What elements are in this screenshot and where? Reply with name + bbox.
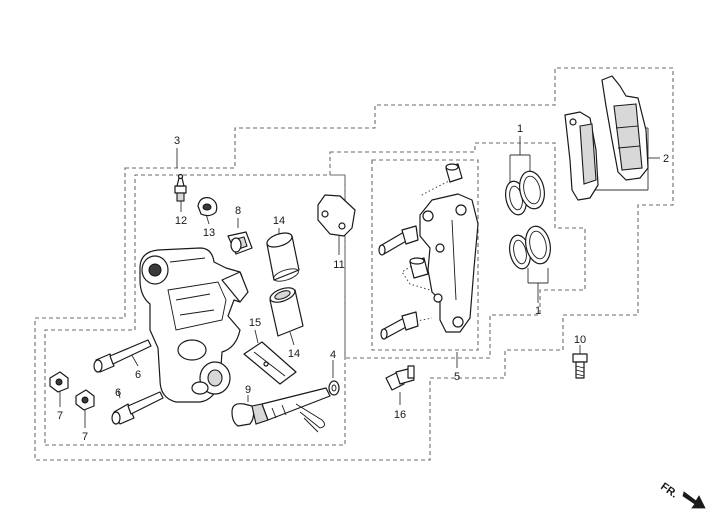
- slide-pin-6-upper[interactable]: [93, 339, 152, 373]
- callout-6-lower: 6: [115, 387, 121, 399]
- piston-seals-1-lower[interactable]: [507, 224, 554, 271]
- bracket-bolt-middle[interactable]: [409, 257, 429, 279]
- callout-5: 5: [454, 371, 460, 383]
- callout-10: 10: [574, 334, 586, 346]
- callout-14-lower: 14: [288, 348, 300, 360]
- piston-14-lower[interactable]: [268, 285, 304, 337]
- cap-7-upper[interactable]: [49, 371, 69, 393]
- slide-boot-8[interactable]: [227, 231, 253, 255]
- piston-seals-1-upper[interactable]: [503, 169, 548, 217]
- callout-1-lower: 1: [535, 305, 541, 317]
- callout-9: 9: [245, 384, 251, 396]
- frame-bracket-5: [329, 142, 586, 359]
- bleeder-cap-13[interactable]: [197, 197, 218, 217]
- bolt-10[interactable]: [572, 353, 588, 379]
- bracket-slide-pin-upper[interactable]: [378, 225, 419, 256]
- callout-11: 11: [333, 259, 344, 271]
- brake-pad-2-rear[interactable]: [564, 111, 599, 201]
- callout-labels: 1 1 2 3 4 5 6 6 7 7 8 9 10 11 12 13 14 1…: [57, 123, 669, 443]
- brake-pad-2-front[interactable]: [601, 75, 649, 181]
- callout-14-upper: 14: [273, 215, 285, 227]
- front-direction-arrow-icon: [682, 491, 706, 509]
- bracket-bolt-upper[interactable]: [445, 163, 463, 183]
- caliper-body[interactable]: [139, 247, 249, 403]
- callout-2: 2: [663, 153, 669, 165]
- caliper-bracket-5[interactable]: [419, 193, 479, 333]
- callout-4: 4: [330, 349, 336, 361]
- frame-caliper-body: [44, 174, 346, 446]
- callout-1-upper: 1: [517, 123, 523, 135]
- washer-4[interactable]: [328, 380, 340, 396]
- callout-16: 16: [394, 409, 406, 421]
- pin-clip[interactable]: [295, 403, 325, 433]
- callout-13: 13: [203, 227, 215, 239]
- bracket-slide-pin-lower[interactable]: [380, 311, 419, 340]
- front-direction-indicator: FR.: [658, 481, 706, 509]
- pad-spring-11[interactable]: [317, 194, 356, 237]
- callout-15: 15: [249, 317, 261, 329]
- callout-8: 8: [235, 205, 241, 217]
- retainer-plate-15[interactable]: [243, 341, 297, 385]
- frame-assembly-3: [34, 67, 674, 461]
- front-direction-label: FR.: [658, 481, 679, 501]
- frame-bracket-inner: [371, 159, 479, 351]
- callout-7-lower: 7: [82, 431, 88, 443]
- piston-14-upper[interactable]: [265, 230, 300, 283]
- callout-7-upper: 7: [57, 410, 63, 422]
- slide-pin-6-lower[interactable]: [111, 391, 164, 425]
- callout-6-upper: 6: [135, 369, 141, 381]
- cap-7-lower[interactable]: [75, 389, 95, 411]
- callout-12: 12: [175, 215, 187, 227]
- callout-3: 3: [174, 135, 180, 147]
- bleeder-valve-12[interactable]: [174, 173, 187, 202]
- bolt-16[interactable]: [385, 365, 415, 391]
